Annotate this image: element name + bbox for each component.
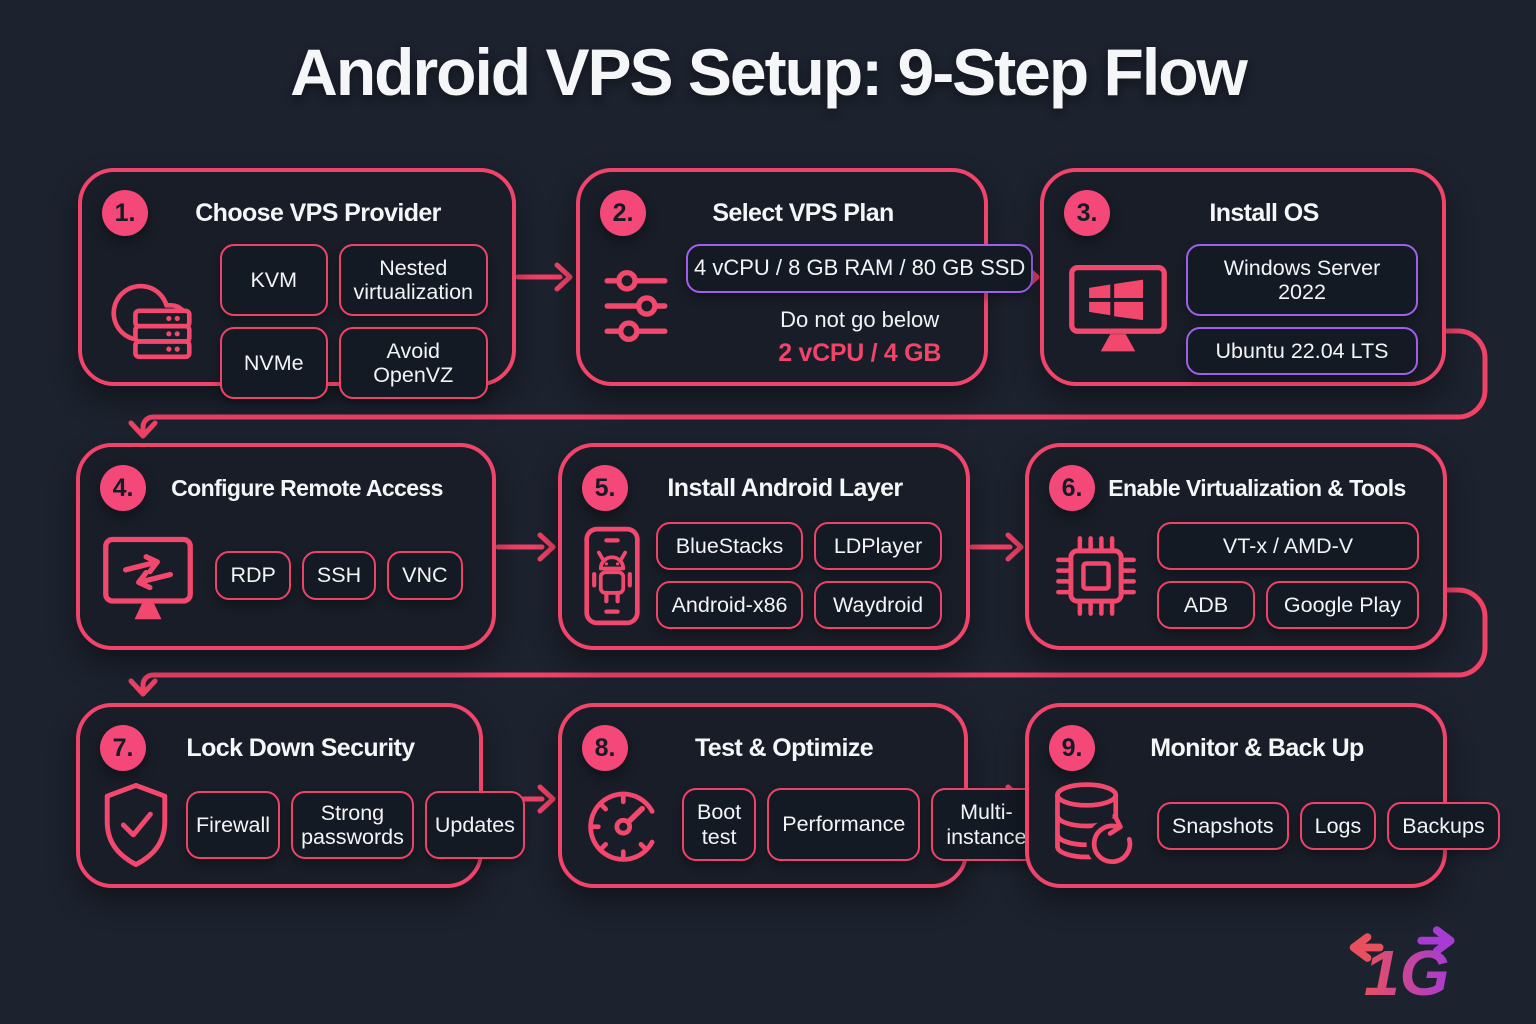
step-3-body: Windows Server 2022 Ubuntu 22.04 LTS <box>1044 236 1442 389</box>
step-1-body: KVM Nested virtualization NVMe Avoid Ope… <box>82 236 512 413</box>
chip-boot-test: Boot test <box>682 788 757 861</box>
step-card-5: 5. Install Android Layer <box>558 443 970 650</box>
chip-strong-passwords: Strong passwords <box>291 790 414 860</box>
chip-waydroid: Waydroid <box>814 581 942 630</box>
step-8-chips: Boot test Performance Multi-instance <box>682 788 1042 861</box>
step-1-badge: 1. <box>102 190 148 236</box>
step-3-chips: Windows Server 2022 Ubuntu 22.04 LTS <box>1186 244 1418 376</box>
cpu-chip-icon <box>1049 524 1143 628</box>
logo-right-arrow-icon <box>1417 926 1455 955</box>
chip-snapshots: Snapshots <box>1157 801 1289 851</box>
chip-ldplayer: LDPlayer <box>814 521 942 570</box>
step-2-header: 2. Select VPS Plan <box>580 172 984 236</box>
step-9-badge: 9. <box>1049 725 1095 771</box>
step-6-header: 6. Enable Virtualization & Tools <box>1029 447 1443 511</box>
step-5-body: BlueStacks LDPlayer Android-x86 Waydroid <box>562 511 966 646</box>
chip-vps-plan: 4 vCPU / 8 GB RAM / 80 GB SSD <box>686 244 1034 293</box>
step-9-title: Monitor & Back Up <box>1150 733 1364 762</box>
step-2-plan: 4 vCPU / 8 GB RAM / 80 GB SSD Do not go … <box>686 244 1034 368</box>
step-5-chips: BlueStacks LDPlayer Android-x86 Waydroid <box>656 521 942 630</box>
phone-android-icon <box>582 525 642 627</box>
chip-avoid-openvz: Avoid OpenVZ <box>338 327 488 400</box>
step-9-body: Snapshots Logs Backups <box>1029 771 1500 887</box>
logo-text: 1G <box>1364 937 1450 1008</box>
step-card-9: 9. Monitor & Back Up Snapshots <box>1025 703 1500 888</box>
cloud-server-icon <box>102 261 206 383</box>
step-8-header: 8. Test & Optimize <box>562 707 964 771</box>
step-4-header: 4. Configure Remote Access <box>80 447 492 511</box>
step-1-title: Choose VPS Provider <box>195 198 441 227</box>
step-card-3: 3. Install OS Windows Server 2022 <box>1040 168 1446 386</box>
step-4-chips: RDP SSH VNC <box>210 551 468 600</box>
chip-ssh: SSH <box>301 551 377 600</box>
step-4-body: RDP SSH VNC <box>80 511 492 646</box>
brand-logo: 1G <box>1338 920 1468 1013</box>
step-8-title: Test & Optimize <box>694 733 874 762</box>
monitor-windows-icon <box>1064 258 1172 362</box>
step-card-1: 1. Choose VPS Provider <box>78 168 516 400</box>
step-7-header: 7. Lock Down Security <box>80 707 479 771</box>
step-8-body: Boot test Performance Multi-instance <box>562 771 1042 884</box>
step-card-7: 7. Lock Down Security Firewall Strong pa… <box>76 703 525 888</box>
chip-nested-virtualization: Nested virtualization <box>338 244 488 317</box>
chip-bluestacks: BlueStacks <box>656 521 804 570</box>
step-5-badge: 5. <box>582 465 628 511</box>
step-2-title: Select VPS Plan <box>712 198 894 227</box>
step-4-badge: 4. <box>100 465 146 511</box>
chip-vtx-amdv: VT-x / AMD-V <box>1157 521 1419 570</box>
step-4-title: Configure Remote Access <box>171 474 443 501</box>
step-2-badge: 2. <box>600 190 646 236</box>
chip-adb: ADB <box>1157 581 1255 630</box>
step-card-2: 2. Select VPS Plan 4 vCPU / 8 GB RAM / 8… <box>576 168 1034 386</box>
chip-kvm: KVM <box>220 244 328 317</box>
page-title: Android VPS Setup: 9-Step Flow <box>290 35 1248 109</box>
logo-left-arrow-icon <box>1349 933 1384 962</box>
step-5-title: Install Android Layer <box>667 473 903 502</box>
chip-updates: Updates <box>424 790 525 860</box>
step-3-badge: 3. <box>1064 190 1110 236</box>
arrow-step4-step5 <box>495 532 556 562</box>
step-7-body: Firewall Strong passwords Updates <box>80 771 525 885</box>
plan-minimum: 2 vCPU / 4 GB <box>778 338 942 367</box>
step-7-title: Lock Down Security <box>186 733 415 762</box>
chip-performance: Performance <box>767 788 921 861</box>
database-refresh-icon <box>1049 779 1143 873</box>
step-6-body: VT-x / AMD-V ADB Google Play <box>1029 511 1443 646</box>
step-7-badge: 7. <box>100 725 146 771</box>
step-5-header: 5. Install Android Layer <box>562 447 966 511</box>
step-2-body: 4 vCPU / 8 GB RAM / 80 GB SSD Do not go … <box>580 236 1034 382</box>
chip-ubuntu: Ubuntu 22.04 LTS <box>1186 327 1418 376</box>
chip-android-x86: Android-x86 <box>656 581 804 630</box>
step-7-chips: Firewall Strong passwords Updates <box>186 790 525 860</box>
step-8-badge: 8. <box>582 725 628 771</box>
chip-nvme: NVMe <box>220 327 328 400</box>
step-1-header: 1. Choose VPS Provider <box>82 172 512 236</box>
gauge-icon <box>582 782 668 868</box>
chip-firewall: Firewall <box>186 790 281 860</box>
chip-backups: Backups <box>1387 801 1500 851</box>
step-6-title: Enable Virtualization & Tools <box>1108 474 1406 501</box>
shield-check-icon <box>100 779 172 871</box>
chip-rdp: RDP <box>215 551 291 600</box>
step-card-6: 6. Enable Virtualization & Tools VT-x / … <box>1025 443 1447 650</box>
step-3-header: 3. Install OS <box>1044 172 1442 236</box>
step-9-chips: Snapshots Logs Backups <box>1157 801 1500 851</box>
chip-logs: Logs <box>1299 801 1377 851</box>
step-card-4: 4. Configure Remote Access RDP SSH VNC <box>76 443 496 650</box>
chip-google-play: Google Play <box>1265 581 1419 630</box>
plan-note: Do not go below <box>780 306 940 332</box>
chip-multi-instance: Multi-instance <box>931 788 1042 861</box>
chip-vnc: VNC <box>387 551 463 600</box>
arrow-step1-step2 <box>515 262 573 292</box>
sliders-icon <box>600 258 672 354</box>
step-6-badge: 6. <box>1049 465 1095 511</box>
step-9-header: 9. Monitor & Back Up <box>1029 707 1443 771</box>
step-3-title: Install OS <box>1209 198 1319 227</box>
step-6-chips: VT-x / AMD-V ADB Google Play <box>1157 521 1419 630</box>
chip-windows-server: Windows Server 2022 <box>1186 244 1418 317</box>
arrow-step5-step6 <box>969 532 1024 562</box>
step-card-8: 8. Test & Optimize Boot test Performance… <box>558 703 1042 888</box>
step-1-chips: KVM Nested virtualization NVMe Avoid Ope… <box>220 244 488 400</box>
monitor-transfer-icon <box>100 528 196 624</box>
